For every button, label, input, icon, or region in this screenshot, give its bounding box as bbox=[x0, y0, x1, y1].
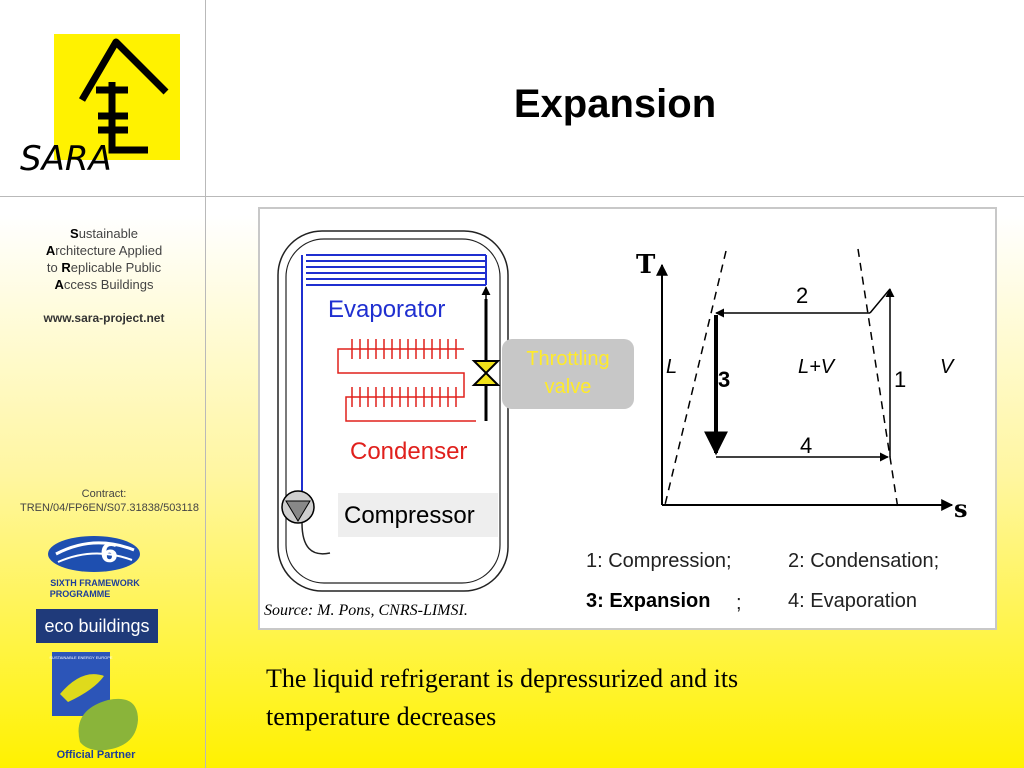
evaporator-coil bbox=[301, 254, 487, 499]
evaporator-label: Evaporator bbox=[328, 296, 445, 323]
description-line-2: Architecture Applied bbox=[45, 243, 163, 258]
region-lv-label: L+V bbox=[798, 356, 836, 378]
diagram-canvas: Evaporator Condenser Throttling valve Co… bbox=[264, 230, 968, 619]
throttle-label-line-1: Throttling bbox=[526, 348, 609, 370]
partner-label: Official Partner bbox=[57, 749, 137, 761]
legend-condensation: 2: Condensation; bbox=[788, 550, 939, 572]
fp6-label-line-1: SIXTH FRAMEWORK bbox=[50, 578, 140, 588]
partner-top-text: SUSTAINABLE ENERGY EUROPE bbox=[49, 655, 113, 660]
official-partner-logo: SUSTAINABLE ENERGY EUROPE Official Partn… bbox=[49, 652, 138, 761]
caption-line-2: temperature decreases bbox=[266, 702, 497, 731]
region-l-label: L bbox=[666, 356, 677, 378]
legend-compression: 1: Compression; bbox=[586, 550, 732, 572]
project-url[interactable]: www.sara-project.net bbox=[43, 311, 165, 325]
svg-text:6: 6 bbox=[100, 539, 118, 569]
description-line-1: Sustainable bbox=[70, 226, 138, 241]
slide-caption: The liquid refrigerant is depressurized … bbox=[266, 660, 986, 736]
step-4-label: 4 bbox=[800, 433, 812, 458]
step-2-label: 2 bbox=[796, 283, 808, 308]
header-divider bbox=[0, 196, 1024, 197]
region-v-label: V bbox=[940, 356, 955, 378]
compressor-label: Compressor bbox=[344, 502, 475, 529]
step-1-label: 1 bbox=[894, 367, 906, 392]
condenser-coil bbox=[337, 339, 476, 422]
step-3-label: 3 bbox=[718, 367, 730, 392]
sara-logo: SARA bbox=[20, 34, 180, 179]
condenser-label: Condenser bbox=[350, 438, 467, 465]
legend-evaporation: 4: Evaporation bbox=[788, 590, 917, 612]
project-description: Sustainable Architecture Applied to Repl… bbox=[20, 225, 188, 293]
contract-number: Contract: TREN/04/FP6EN/S07.31838/503118 bbox=[20, 488, 199, 514]
fp6-logo: 6 SIXTH FRAMEWORK PROGRAMME bbox=[48, 536, 140, 599]
throttle-callout bbox=[502, 339, 634, 409]
throttle-valve-icon bbox=[471, 360, 501, 386]
compressor-box bbox=[338, 493, 498, 537]
diagram-source: Source: M. Pons, CNRS-LIMSI. bbox=[264, 602, 468, 619]
caption-line-1: The liquid refrigerant is depressurized … bbox=[266, 664, 739, 693]
liquid-saturation-curve bbox=[663, 250, 727, 510]
vapor-saturation-curve bbox=[857, 248, 899, 510]
t-axis-label: T bbox=[636, 250, 656, 280]
partner-leaf-icon bbox=[78, 698, 138, 751]
ecobuildings-logo: eco buildings bbox=[36, 609, 158, 643]
logo-roof-mark bbox=[78, 38, 169, 102]
s-axis-label: s bbox=[954, 494, 968, 523]
logo-yellow-square bbox=[54, 34, 180, 160]
description-line-3: to Replicable Public bbox=[46, 260, 162, 275]
fp6-label-line-2: PROGRAMME bbox=[50, 589, 111, 599]
logo-text: SARA bbox=[20, 139, 112, 179]
throttle-label-line-2: valve bbox=[545, 376, 592, 398]
legend-expansion: 3: Expansion bbox=[586, 590, 710, 612]
refrigeration-diagram: Evaporator Condenser Throttling valve Co… bbox=[258, 207, 997, 630]
logo-body-mark bbox=[96, 82, 148, 154]
description-line-4: Access Buildings bbox=[54, 277, 154, 292]
sidebar-divider bbox=[205, 0, 206, 768]
slide-title: Expansion bbox=[513, 82, 717, 126]
legend-expansion-separator: ; bbox=[736, 592, 742, 614]
